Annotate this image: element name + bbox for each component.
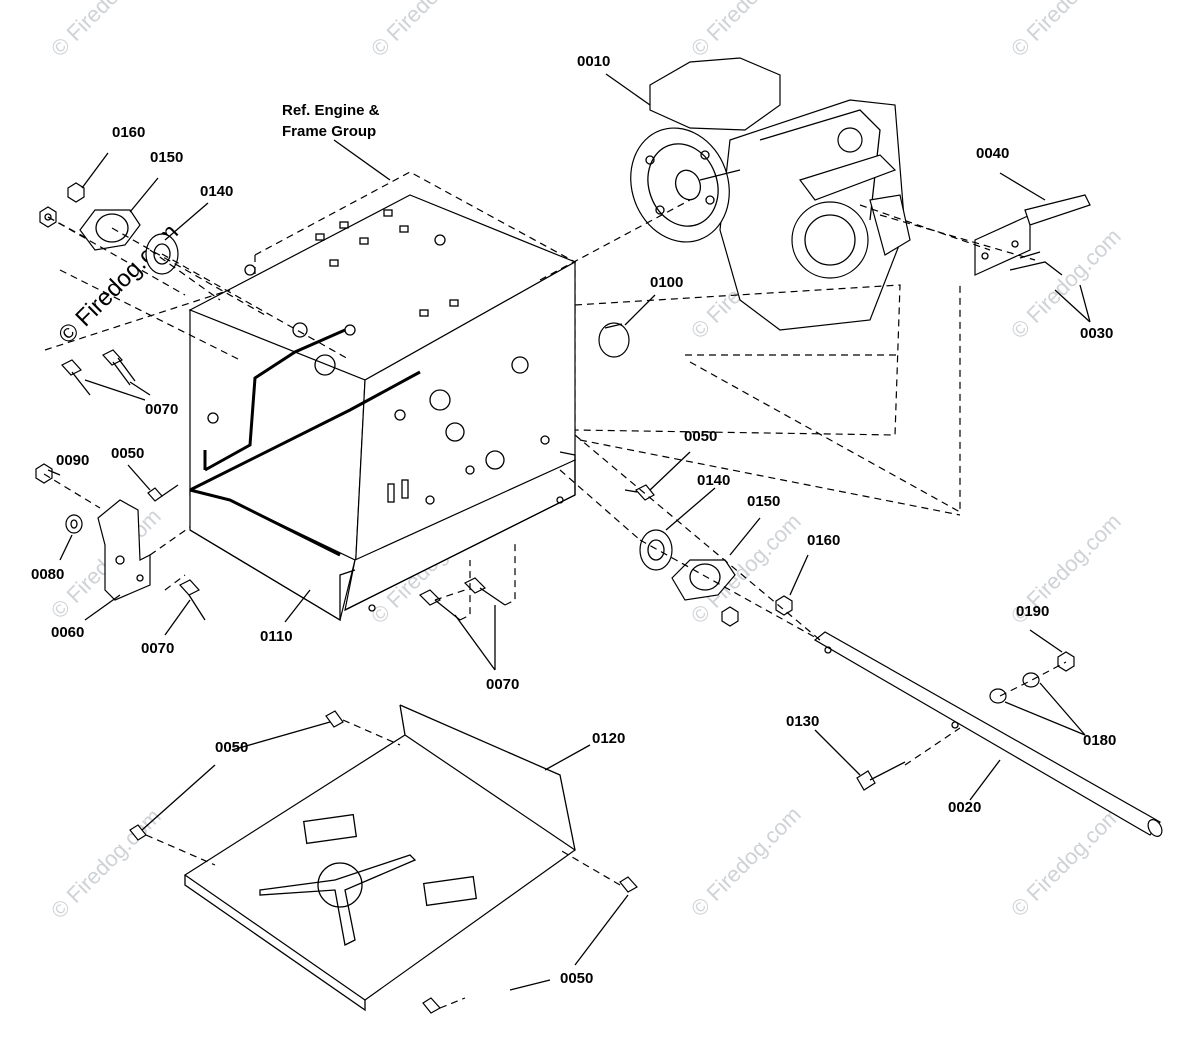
watermark: © Firedog.com [46, 804, 166, 924]
ref-note-line2: Frame Group [282, 123, 376, 140]
callout-0190: 0190 [1016, 603, 1049, 620]
left-bearing-hardware [39, 182, 179, 396]
callout-0050: 0050 [560, 970, 593, 987]
callout-0070: 0070 [486, 676, 519, 693]
bracket-0040 [974, 194, 1091, 276]
callout-0070: 0070 [145, 401, 178, 418]
callout-0130: 0130 [786, 713, 819, 730]
right-bearing-hardware [624, 484, 793, 627]
leader-lines [47, 73, 1091, 991]
callout-0110: 0110 [260, 628, 293, 645]
callout-0150: 0150 [747, 493, 780, 510]
callout-0160: 0160 [112, 124, 145, 141]
callout-0080: 0080 [31, 566, 64, 583]
callout-0010: 0010 [577, 53, 610, 70]
callout-0050: 0050 [684, 428, 717, 445]
callout-0050: 0050 [111, 445, 144, 462]
left-bracket-0060 [35, 463, 206, 621]
callout-0040: 0040 [976, 145, 1009, 162]
callout-0140: 0140 [697, 472, 730, 489]
callout-0090: 0090 [56, 452, 89, 469]
callout-0120: 0120 [592, 730, 625, 747]
callout-0050: 0050 [215, 739, 248, 756]
callout-0070: 0070 [141, 640, 174, 657]
callout-0150: 0150 [150, 149, 183, 166]
bolts-0070-bottom [418, 577, 506, 621]
front-panel-0110 [189, 328, 576, 622]
shaft-0020 [813, 631, 1163, 837]
callout-0020: 0020 [948, 799, 981, 816]
callout-0180: 0180 [1083, 732, 1116, 749]
assembly-lines [43, 199, 1067, 1009]
callout-0140: 0140 [200, 183, 233, 200]
watermark: © Firedog.com [366, 0, 486, 62]
callout-0030: 0030 [1080, 325, 1113, 342]
watermark: © Firedog.com [1006, 802, 1126, 922]
watermark: © Firedog.com [686, 802, 806, 922]
ref-note-line1: Ref. Engine & [282, 102, 380, 119]
callout-0060: 0060 [51, 624, 84, 641]
watermark: © Firedog.com [46, 0, 166, 62]
bottom-plate-0120 [129, 704, 638, 1014]
watermark: © Firedog.com [686, 0, 806, 62]
watermark: © Firedog.com [1006, 0, 1126, 62]
plug-0100 [598, 322, 630, 358]
engine-0010 [630, 57, 911, 331]
callout-0100: 0100 [650, 274, 683, 291]
callout-labels: 0010 0160 0150 0140 0040 0030 0100 0070 … [31, 53, 1116, 987]
callout-0160: 0160 [807, 532, 840, 549]
